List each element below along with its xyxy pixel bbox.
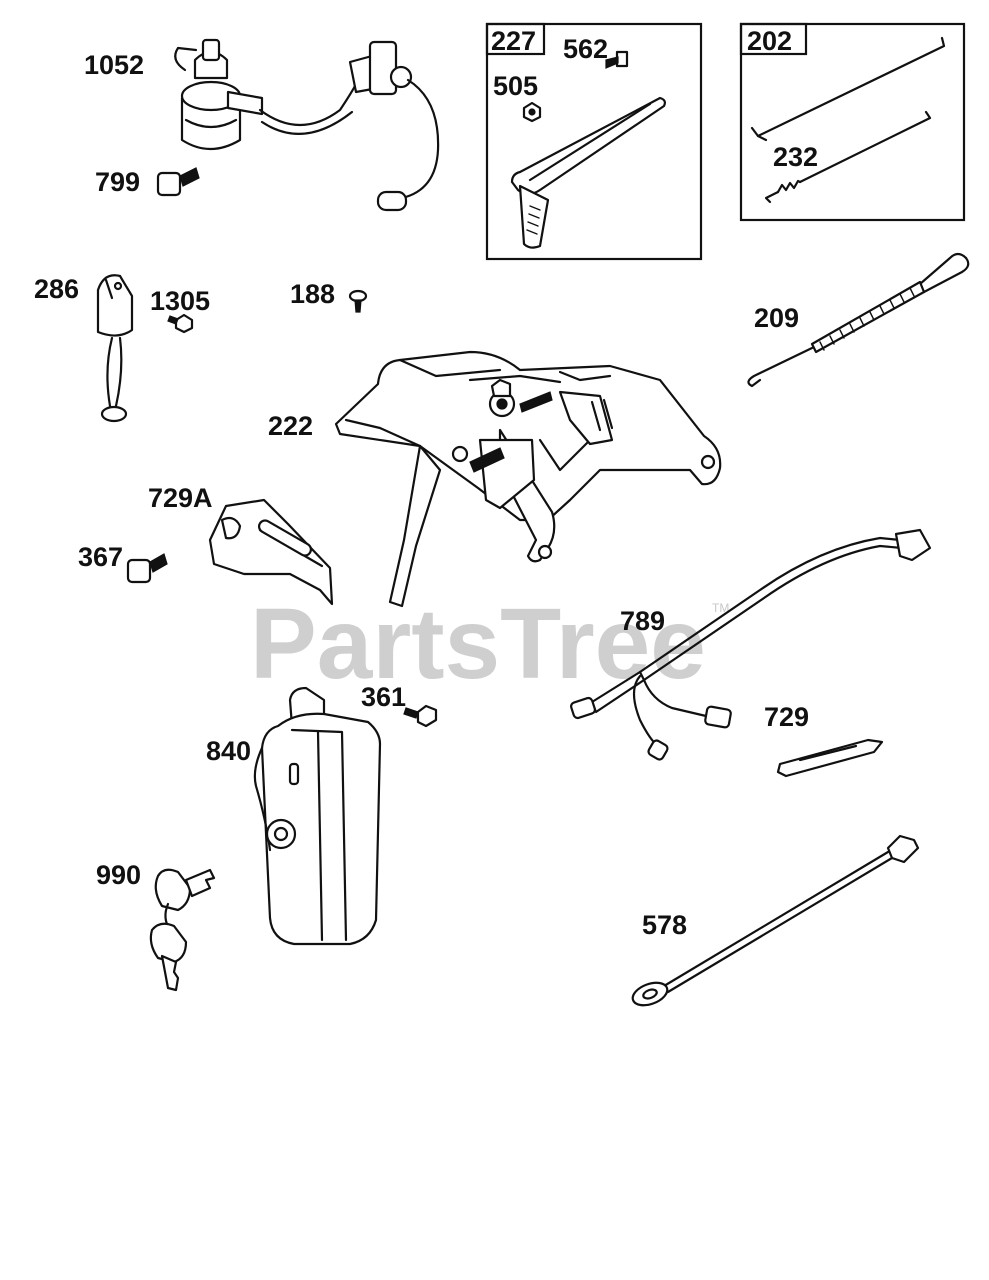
callout-209: 209 xyxy=(754,303,799,333)
part-1305-screw[interactable] xyxy=(167,313,194,334)
callout-789: 789 xyxy=(620,606,665,636)
callout-361: 361 xyxy=(361,682,406,712)
part-990-keys[interactable] xyxy=(149,868,216,992)
part-505-nut[interactable] xyxy=(522,101,542,123)
callout-729: 729 xyxy=(764,702,809,732)
callout-222: 222 xyxy=(268,411,313,441)
callout-562: 562 xyxy=(563,34,608,64)
callout-232: 232 xyxy=(773,142,818,172)
callout-578: 578 xyxy=(642,910,687,940)
part-222-control-bracket[interactable] xyxy=(334,350,722,608)
callout-367: 367 xyxy=(78,542,123,572)
part-799-bolt[interactable] xyxy=(156,167,200,197)
callout-227: 227 xyxy=(491,26,536,56)
callout-990: 990 xyxy=(96,860,141,890)
part-286-module[interactable] xyxy=(96,274,134,423)
callout-840: 840 xyxy=(206,736,251,766)
part-729A-bracket[interactable] xyxy=(208,498,334,606)
part-840-housing[interactable] xyxy=(253,686,382,946)
callout-1305: 1305 xyxy=(150,286,210,316)
part-562-screw[interactable] xyxy=(605,50,629,69)
part-789-wire-harness[interactable] xyxy=(570,528,932,761)
part-1052-ignition-switch[interactable] xyxy=(174,38,440,212)
inset-box-202 xyxy=(739,22,966,222)
callout-729A: 729A xyxy=(148,483,213,513)
part-367-bolt[interactable] xyxy=(126,553,168,584)
callout-505: 505 xyxy=(493,71,538,101)
part-188-screw[interactable] xyxy=(348,289,368,313)
callout-799: 799 xyxy=(95,167,140,197)
part-361-screw[interactable] xyxy=(403,704,438,728)
part-729-plate[interactable] xyxy=(776,738,884,778)
inset-tag-227 xyxy=(485,22,546,56)
callout-188: 188 xyxy=(290,279,335,309)
part-227-control-lever[interactable] xyxy=(510,96,666,249)
part-578-ground-wire[interactable] xyxy=(630,834,920,1010)
callout-1052: 1052 xyxy=(84,50,144,80)
part-209-governor-spring[interactable] xyxy=(747,252,970,388)
watermark-trademark: TM xyxy=(712,601,729,615)
inset-tag-202 xyxy=(739,22,808,56)
inset-box-227 xyxy=(485,22,703,261)
callout-286: 286 xyxy=(34,274,79,304)
part-232-spring-link[interactable] xyxy=(764,110,932,204)
part-202-link-rod[interactable] xyxy=(750,36,946,142)
callout-202: 202 xyxy=(747,26,792,56)
